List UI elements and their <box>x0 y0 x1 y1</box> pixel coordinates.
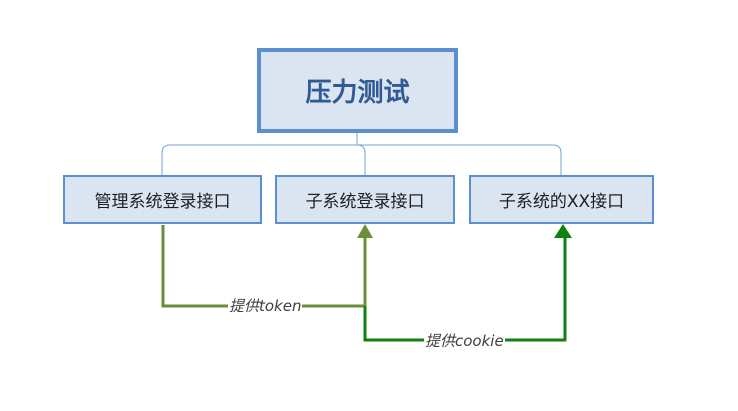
tree-line-left <box>161 144 171 175</box>
edge-label-token: 提供token <box>228 297 303 315</box>
root-node-label: 压力测试 <box>305 78 410 108</box>
tree-line-right <box>552 144 562 175</box>
edge-token-line <box>161 225 367 308</box>
tree-line-mid <box>356 144 366 175</box>
node-subsystem-login-api: 子系统登录接口 <box>275 175 455 224</box>
node-subsystem-xx-api-label: 子系统的XX接口 <box>498 192 625 212</box>
node-admin-login-api: 管理系统登录接口 <box>63 175 262 224</box>
arrowhead-token <box>357 224 373 238</box>
node-subsystem-xx-api: 子系统的XX接口 <box>469 175 654 224</box>
edge-label-cookie: 提供cookie <box>424 332 505 350</box>
root-node: 压力测试 <box>257 48 458 133</box>
tree-connectors <box>161 133 562 175</box>
node-subsystem-login-api-label: 子系统登录接口 <box>305 192 425 212</box>
arrowhead-cookie <box>554 224 572 238</box>
edge-cookie-line <box>363 232 567 342</box>
node-admin-login-api-label: 管理系统登录接口 <box>94 192 231 212</box>
